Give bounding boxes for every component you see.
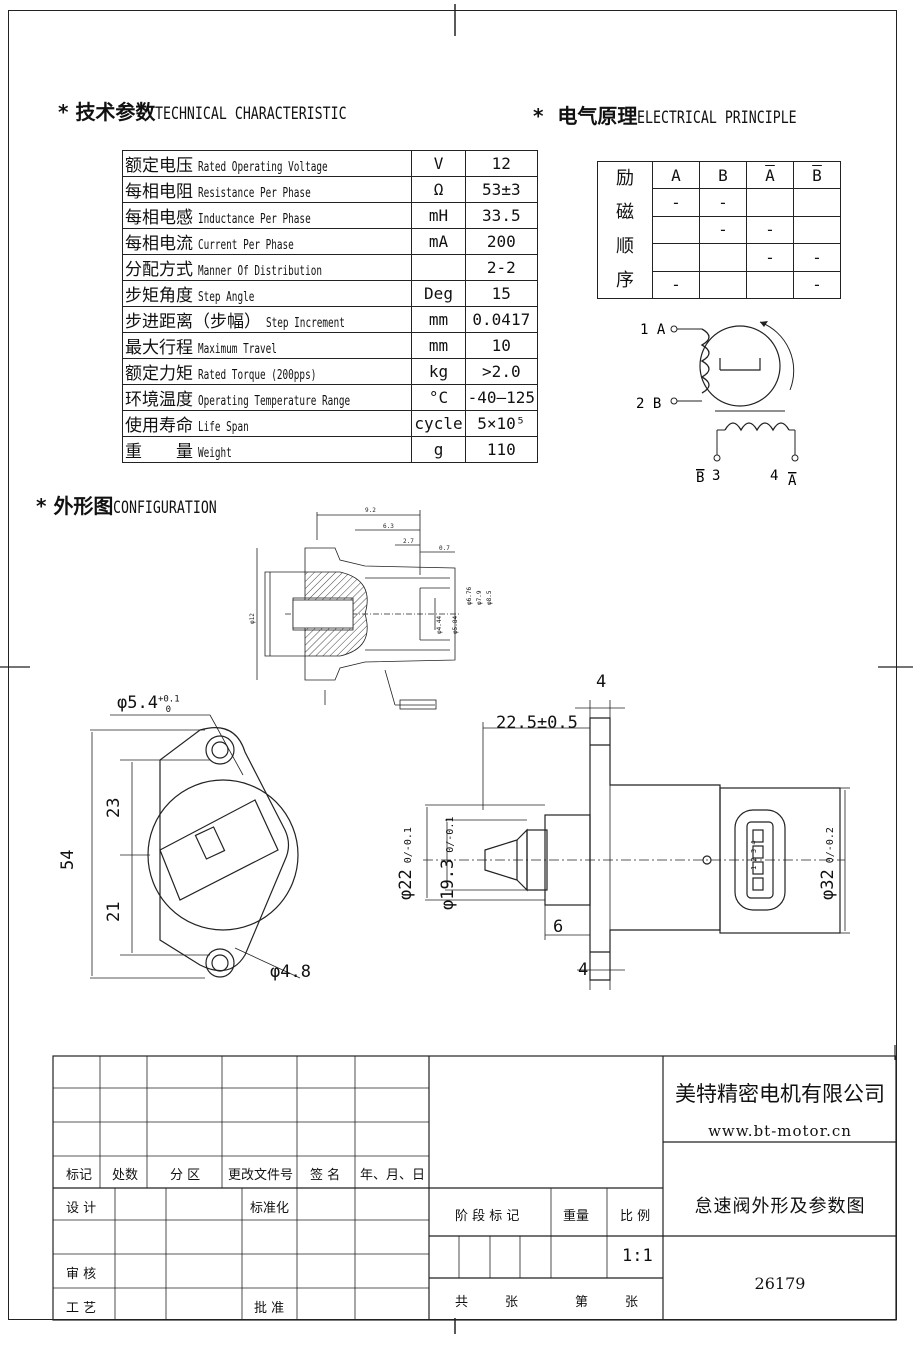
rev-header: 年、月、日	[360, 1168, 426, 1183]
sheet-no-label: 第	[575, 1295, 589, 1310]
pin-4-letter: A	[788, 473, 797, 489]
rev-header: 处数	[112, 1168, 139, 1183]
company-name: 美特精密电机有限公司	[675, 1082, 885, 1106]
sheets-label: 张	[505, 1295, 519, 1310]
weight-label: 重量	[563, 1209, 590, 1224]
standard-label: 标准化	[250, 1201, 290, 1216]
seq-header: A	[652, 160, 700, 190]
rev-header: 签 名	[310, 1168, 341, 1183]
pin-4-label: 4	[770, 468, 778, 484]
svg-text:φ4.44: φ4.44	[436, 616, 443, 634]
company-url[interactable]: www.bt-motor.cn	[708, 1122, 852, 1140]
dim-protrusion: 22.5±0.5	[496, 713, 578, 733]
dim-step: 6	[553, 917, 564, 937]
svg-text:φ5.84: φ5.84	[452, 616, 459, 634]
tech-title: * 技术参数TECHNICAL CHARACTERISTIC	[58, 100, 348, 124]
svg-text:9.2: 9.2	[365, 507, 376, 514]
detail-section-view: 9.2 6.3 2.7 0.7 φ12 φ4.44 φ5.84	[249, 507, 460, 710]
spec-row: 环境温度 Operating Temperature Range°C-40—12…	[121, 384, 539, 411]
total-label: 共	[455, 1295, 469, 1310]
spec-row: 额定力矩 Rated Torque (200pps)kg>2.0	[121, 358, 539, 385]
front-view	[90, 714, 301, 979]
sequence-label: 励磁顺序	[597, 161, 653, 299]
svg-text:φ12: φ12	[249, 613, 256, 624]
svg-text:2.7: 2.7	[403, 538, 414, 545]
svg-text:0.7: 0.7	[439, 545, 450, 552]
winding-schematic: 1 A 2 B B 3 4 A	[636, 321, 799, 489]
design-label: 设 计	[66, 1201, 97, 1216]
sequence-table: 励磁顺序 A B A B -- -- -- --	[597, 160, 841, 300]
pin-3-label: 3	[712, 468, 720, 484]
approve-label: 批 准	[254, 1301, 285, 1316]
sheets-label-2: 张	[625, 1295, 639, 1310]
scale-value: 1:1	[622, 1246, 653, 1266]
check-label: 审 核	[66, 1267, 97, 1282]
rev-header: 分 区	[170, 1168, 201, 1183]
scale-label: 比 例	[620, 1209, 651, 1224]
dim-hole-top: φ5.4+0.10	[117, 693, 180, 716]
rotation-arrow-icon	[760, 321, 768, 327]
pin-3-letter: B	[696, 470, 704, 486]
rev-header: 标记	[66, 1168, 93, 1183]
rev-header: 更改文件号	[228, 1168, 294, 1183]
dim-flange: 4	[596, 672, 607, 692]
stage-label: 阶 段 标 记	[455, 1209, 520, 1224]
elec-title: * 电气原理ELECTRICAL PRINCIPLE	[533, 104, 798, 128]
process-label: 工 艺	[66, 1301, 97, 1316]
dim-flange-bottom: 4	[578, 960, 589, 980]
side-view	[423, 700, 850, 990]
pin-1-label: 1 A	[640, 322, 666, 338]
svg-text:6.3: 6.3	[383, 523, 394, 530]
drawing-title: 怠速阀外形及参数图	[694, 1196, 866, 1217]
drawing-number: 26179	[754, 1274, 806, 1293]
pin-2-label: 2 B	[636, 396, 661, 412]
rotor-circle	[699, 325, 781, 407]
dim-hole-bottom: φ4.8	[270, 962, 311, 982]
config-title: * 外形图CONFIGURATION	[36, 494, 218, 518]
